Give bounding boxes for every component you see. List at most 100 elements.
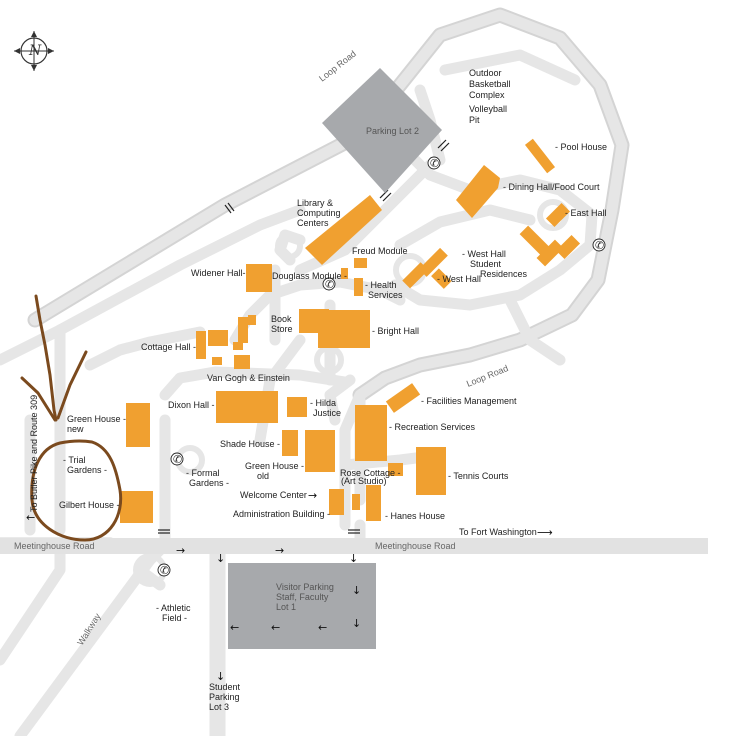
building-facilities — [385, 383, 421, 413]
label-rose-cottage: Rose Cottage -(Art Studio) — [340, 468, 401, 486]
direction-arrows: ← → → ↓ ↓ ↓ ↓ ← ← ← ↓ → ⟶ — [26, 489, 553, 683]
building-cottage-1 — [196, 331, 206, 359]
label-loop-road-south: Loop Road — [465, 363, 510, 389]
label-west-hall: - West Hall — [437, 274, 481, 284]
building-cottage-2 — [208, 330, 228, 346]
hand-drawn-annotation — [20, 294, 123, 542]
phone-icon: ✆ — [157, 563, 171, 577]
phone-icon: ✆ — [427, 156, 441, 170]
phone-icon: ✆ — [592, 238, 606, 252]
parking-lot-1 — [228, 563, 376, 649]
building-library — [305, 195, 382, 265]
building-rose-cottage — [388, 463, 403, 476]
phone-icon: ✆ — [170, 452, 184, 466]
building-green-house-new — [126, 403, 150, 447]
label-tennis-courts: - Tennis Courts — [448, 471, 509, 481]
label-widener-hall: Widener Hall- — [191, 268, 246, 278]
label-green-house-new: Green House -new — [67, 414, 126, 434]
building-bright-hall-b — [318, 310, 370, 348]
building-west-hall-2 — [418, 247, 448, 277]
meetinghouse-road — [0, 538, 708, 554]
arrow-left-icon: ← — [271, 621, 280, 634]
building-vangogh-1 — [212, 357, 222, 365]
road-network — [0, 7, 630, 736]
building-hanes-house — [366, 485, 381, 521]
building-recreation — [355, 405, 387, 461]
label-van-gogh: Van Gogh & Einstein — [207, 373, 290, 383]
phone-icon: ✆ — [322, 277, 336, 291]
building-dining-hall — [456, 165, 500, 218]
buildings — [120, 138, 581, 523]
building-douglass-module — [341, 268, 348, 279]
label-parking-lot-2: Parking Lot 2 — [366, 126, 419, 136]
arrow-right-icon: → — [176, 544, 185, 557]
building-tennis-courts — [416, 447, 446, 495]
label-bright-hall: - Bright Hall — [372, 326, 419, 336]
arrow-left-icon: ← — [230, 621, 239, 634]
label-meetinghouse-road-west: Meetinghouse Road — [14, 541, 95, 551]
label-to-butler-pike: To Butler Pike and Route 309 — [29, 395, 39, 512]
building-cottage-4 — [248, 315, 256, 325]
building-shade-house — [282, 430, 298, 456]
building-vangogh-2 — [234, 355, 250, 369]
building-welcome-center — [329, 489, 344, 515]
label-meetinghouse-road-east: Meetinghouse Road — [375, 541, 456, 551]
label-loop-road-north: Loop Road — [317, 49, 358, 84]
building-west-hall-3 — [431, 268, 452, 289]
building-gilbert-house — [120, 491, 153, 523]
label-pool-house: - Pool House — [555, 142, 607, 152]
label-dixon-hall: Dixon Hall - — [168, 400, 215, 410]
svg-text:✆: ✆ — [595, 239, 604, 252]
building-pool-house — [524, 138, 556, 174]
building-cottage-5 — [233, 342, 243, 350]
arrow-left-icon: ← — [26, 511, 35, 524]
arrow-left-icon: ← — [318, 621, 327, 634]
arrow-down-icon: ↓ — [349, 552, 358, 565]
building-health-services — [354, 278, 363, 296]
label-gilbert-house: Gilbert House - — [59, 500, 120, 510]
building-freud-module — [354, 258, 367, 268]
phone-icons: ✆ ✆ ✆ ✆ ✆ — [157, 156, 606, 577]
label-facilities: - Facilities Management — [421, 396, 517, 406]
building-hilda-justice — [287, 397, 307, 417]
parking-lot-2 — [322, 68, 442, 193]
label-douglass-module: Douglass Module - — [272, 271, 347, 281]
svg-text:N: N — [28, 43, 42, 59]
label-freud-module: Freud Module — [352, 246, 408, 256]
building-cottage-3 — [238, 317, 248, 343]
building-green-house-old — [305, 430, 335, 472]
label-cottage-hall: Cottage Hall - — [141, 342, 196, 352]
building-widener-hall — [246, 264, 272, 292]
building-admin-annex — [352, 494, 360, 510]
svg-text:✆: ✆ — [173, 453, 182, 466]
building-dixon-hall — [216, 391, 278, 423]
compass-north-icon: N — [14, 31, 54, 71]
label-welcome-center: Welcome Center — [240, 490, 307, 500]
svg-text:✆: ✆ — [160, 564, 169, 577]
label-east-hall: - East Hall — [565, 208, 607, 218]
arrow-down-icon: ↓ — [216, 670, 225, 683]
label-recreation: - Recreation Services — [389, 422, 476, 432]
label-shade-house: Shade House - — [220, 439, 280, 449]
crossing-marks — [158, 139, 450, 534]
label-administration: Administration Building - — [233, 509, 330, 519]
svg-text:✆: ✆ — [430, 157, 439, 170]
arrow-down-icon: ↓ — [352, 617, 361, 630]
label-green-house-old: Green House -old — [245, 461, 304, 481]
arrow-down-icon: ↓ — [352, 584, 361, 597]
